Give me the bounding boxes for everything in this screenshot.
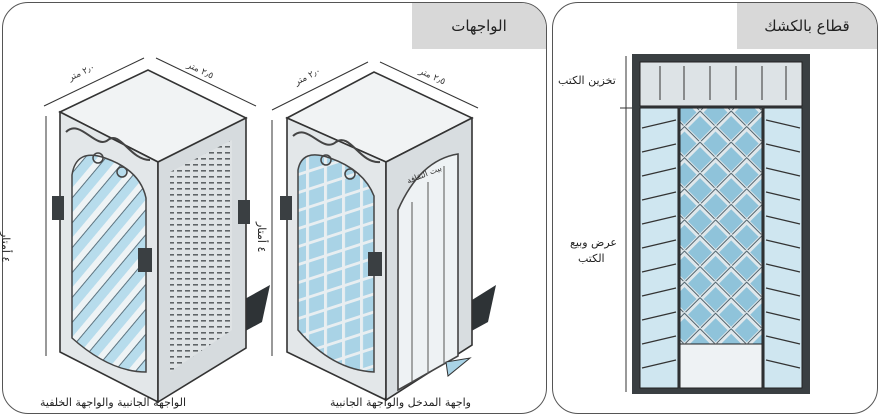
kiosk-left-ornament-ring-2 <box>116 166 128 178</box>
kiosk-right-fixture-2 <box>368 252 382 276</box>
kiosk-right-ornament <box>292 131 381 164</box>
kiosk-left-fixture-2 <box>238 200 250 224</box>
kiosk-right-fixture <box>280 196 292 220</box>
kiosk-right-ornament-ring <box>320 154 332 166</box>
kiosk-right-glazing <box>297 154 375 373</box>
kiosk-right <box>271 61 496 402</box>
dim-line-depth-left <box>155 57 257 107</box>
display-label-line2: الكتب <box>578 252 605 265</box>
section-title: قطاع بالكشك <box>737 3 877 49</box>
kiosk-section-plan <box>620 54 810 394</box>
kiosk-left <box>43 57 270 404</box>
left-model-caption: الواجهة الجانبية والواجهة الخلفية <box>40 396 187 409</box>
dim-line-depth-right <box>379 61 479 109</box>
right-height-dim: ٤ أمتار <box>255 222 268 253</box>
kiosk-left-glazing <box>71 154 147 373</box>
storage-area <box>639 61 803 107</box>
kiosk-right-shadow <box>466 285 496 334</box>
central-lattice <box>679 107 763 345</box>
kiosk-left-perforation <box>170 140 232 372</box>
dim-line-width-right <box>271 61 369 111</box>
kiosk-left-fixture <box>52 196 64 220</box>
entrance-floor <box>679 343 763 389</box>
left-height-dim: ٤ أمتار <box>0 232 12 263</box>
kiosk-left-fixture-3 <box>138 248 152 272</box>
kiosk-left-ornament-ring <box>92 152 104 164</box>
display-shelves-left <box>639 107 679 389</box>
facades-title: الواجهات <box>412 3 546 49</box>
display-shelves-right <box>763 107 803 389</box>
dim-line-width-left <box>43 57 145 107</box>
display-label-line1: عرض وبيع <box>570 236 617 249</box>
right-model-caption: واجهة المدخل والواجهة الجانبية <box>330 396 471 409</box>
storage-label: تخزين الكتب <box>558 74 616 87</box>
kiosk-right-ornament-ring-2 <box>344 168 356 180</box>
kiosk-left-ornament <box>65 127 151 161</box>
glass-sample <box>445 357 472 377</box>
